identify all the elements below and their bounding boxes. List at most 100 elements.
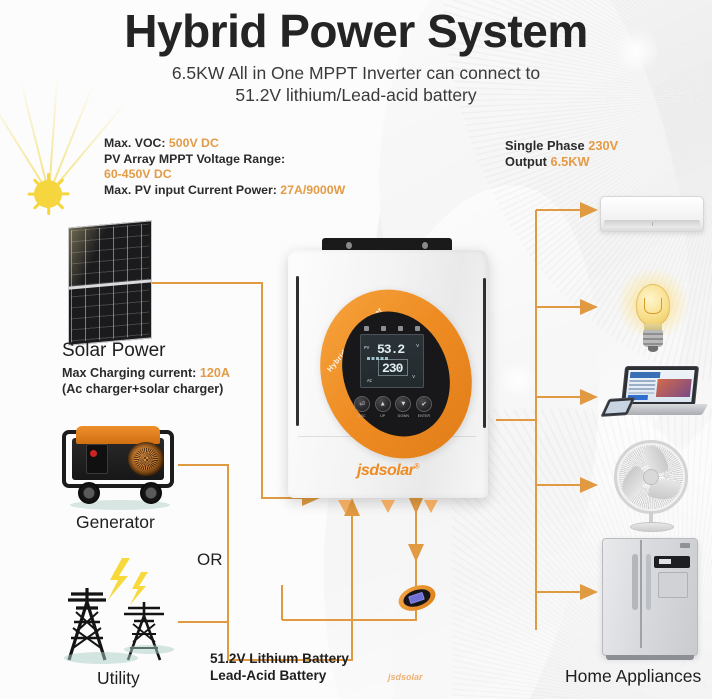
- battery-type-label: 51.2V Lithium Battery Lead-Acid Battery: [210, 650, 349, 684]
- laptop-screen-image: [655, 379, 692, 397]
- page-title: Hybrid Power System: [124, 5, 588, 57]
- solar-power-label: Solar Power: [62, 340, 166, 361]
- pylon-left: [67, 588, 107, 661]
- air-conditioner-vent: [604, 220, 700, 228]
- refrigerator-door-split: [640, 540, 642, 648]
- fan-stem: [649, 512, 653, 527]
- laptop-screen-text: [629, 380, 656, 382]
- generator-fuel-tank: [76, 426, 160, 444]
- spec-voc-value: 500V DC: [168, 136, 219, 150]
- spec-output-power-value: 6.5KW: [550, 154, 590, 169]
- fan-base: [630, 522, 674, 532]
- charging-current-note: Max Charging current: 120A (Ac charger+s…: [62, 366, 230, 397]
- sun-icon: [0, 74, 127, 244]
- refrigerator-handle-right: [646, 554, 651, 610]
- generator-illustration: [60, 424, 178, 510]
- esc-icon: ⏎: [359, 401, 365, 408]
- battery-icon: [395, 580, 439, 616]
- refrigerator-handle-left: [632, 554, 638, 610]
- chevron-down-icon: ▼: [400, 400, 407, 408]
- brand-text: jsdsolar: [356, 462, 415, 479]
- refrigerator-icon: [602, 538, 698, 660]
- spec-pv-input-value: 27A/9000W: [280, 182, 346, 197]
- air-conditioner-icon: [600, 196, 704, 232]
- laptop-icon: [600, 366, 709, 428]
- inverter-heatsink-left: [296, 276, 299, 426]
- spec-phase-label: Single Phase: [505, 138, 589, 153]
- fan-hub: [643, 469, 659, 485]
- spec-output-power: Output 6.5KW: [505, 154, 618, 170]
- utility-illustration: [62, 556, 190, 666]
- lightning-bolt-large: [108, 558, 130, 600]
- status-led-4: [415, 325, 420, 331]
- charging-current-line: Max Charging current: 120A: [62, 366, 230, 382]
- light-bulb-tip: [648, 346, 658, 352]
- or-label: OR: [197, 550, 223, 569]
- status-led-2: [381, 325, 386, 331]
- output-specifications: Single Phase 230V Output 6.5KW: [505, 138, 618, 170]
- connector-1: [338, 500, 353, 513]
- lightning-bolt-small: [130, 572, 148, 605]
- utility-label: Utility: [97, 668, 140, 688]
- spec-voc: Max. VOC: 500V DC: [104, 136, 345, 152]
- status-led-1: [364, 325, 369, 331]
- status-led-3: [398, 325, 403, 331]
- battery-line-1: 51.2V Lithium Battery: [210, 651, 349, 666]
- light-bulb-icon: [617, 268, 689, 360]
- subtitle-line-1: 6.5KW All in One MPPT Inverter can conne…: [171, 63, 541, 83]
- spec-pv-input-label: Max. PV input Current Power:: [104, 182, 281, 197]
- generator-wheel-right: [140, 482, 162, 504]
- light-bulb-filament: [644, 298, 662, 314]
- generator-label: Generator: [76, 512, 155, 532]
- check-icon: ✔: [421, 401, 427, 408]
- inverter-bottom-connectors: [324, 500, 452, 514]
- spec-mppt-value: 60-450V DC: [104, 167, 172, 181]
- lcd-left-tag: PV: [364, 346, 370, 351]
- lcd-output-box: [378, 359, 408, 376]
- enter-label: ENTER: [417, 414, 431, 418]
- connector-3: [423, 500, 438, 513]
- light-bulb-glass: [636, 284, 670, 326]
- inverter-enter-button[interactable]: ✔ ENTER: [415, 396, 432, 418]
- solar-panel-glare: [68, 220, 106, 288]
- light-bulb-neck: [644, 324, 662, 331]
- spec-pv-input: Max. PV input Current Power: 27A/9000W: [104, 183, 345, 199]
- chevron-up-icon: ▲: [379, 400, 386, 408]
- refrigerator-control-panel: [654, 556, 690, 568]
- light-bulb-base: [643, 330, 663, 347]
- inverter-esc-button[interactable]: ⏎ ESC: [354, 396, 370, 418]
- spec-mppt-label: PV Array MPPT Voltage Range:: [104, 151, 286, 166]
- generator-control-panel: [86, 444, 108, 474]
- generator-wheel-left: [78, 482, 100, 504]
- inverter-chassis: Hybrid Solar Inverter PV 53.2 V 230 V AC: [288, 250, 497, 498]
- spec-output-power-label: Output: [505, 154, 551, 169]
- wire-generator-down: [178, 464, 229, 575]
- wire-solar-to-inverter: [152, 282, 320, 506]
- solar-panel: [68, 220, 152, 346]
- home-appliances-label: Home Appliances: [565, 666, 702, 686]
- inverter-lcd-display: PV 53.2 V 230 V AC: [360, 334, 424, 388]
- hybrid-inverter[interactable]: Hybrid Solar Inverter PV 53.2 V 230 V AC: [280, 238, 497, 513]
- inverter-heatsink-right: [483, 278, 486, 428]
- charging-current-value: 120A: [199, 366, 230, 380]
- lcd-battery-unit: V: [416, 344, 419, 349]
- pv-specifications: Max. VOC: 500V DC PV Array MPPT Voltage …: [104, 136, 345, 198]
- charging-current-label: Max Charging current:: [62, 366, 200, 380]
- wire-source-to-inverter: [227, 498, 360, 661]
- wire-battery-bus: [282, 560, 417, 621]
- generator-engine: [128, 442, 164, 476]
- inverter-down-button[interactable]: ▼ DOWN: [395, 396, 412, 418]
- pylon-svg: [67, 558, 164, 661]
- sun-ray-n: [47, 173, 51, 186]
- fan-icon: [608, 440, 696, 532]
- sun-ray-s: [47, 202, 51, 215]
- inverter-up-button[interactable]: ▲ UP: [374, 396, 391, 418]
- up-label: UP: [380, 414, 386, 418]
- pylon-shadow-small: [124, 645, 174, 654]
- page-subtitle: 6.5KW All in One MPPT Inverter can conne…: [0, 62, 712, 106]
- laptop-screen: [625, 370, 695, 402]
- sun-ray-w: [27, 192, 41, 196]
- generator-start-knob: [90, 450, 97, 457]
